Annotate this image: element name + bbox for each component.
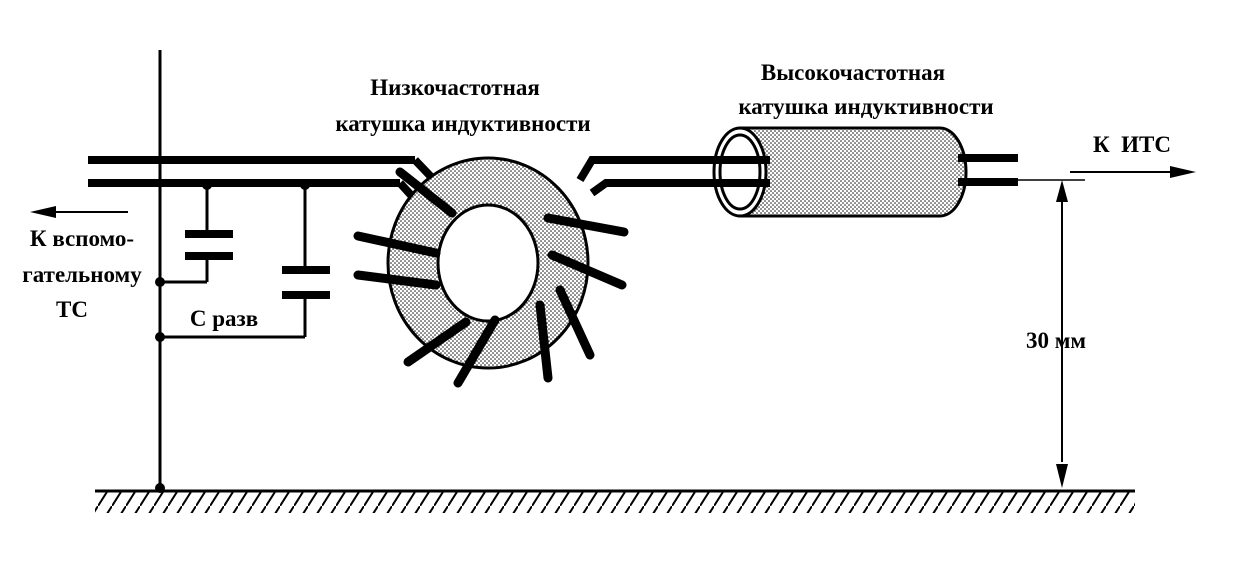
dimension-height (1056, 180, 1068, 488)
aux-ts-label-line1: К вспомо- (30, 226, 134, 251)
to-its-label: К ИТС (1093, 132, 1171, 157)
c-razv-label: С разв (190, 306, 258, 331)
hf-coil-label-line1: Высокочастотная (761, 60, 945, 85)
aux-ts-label-line3: ТС (56, 297, 88, 322)
lf-coil-label-line2: катушка индуктивности (335, 111, 590, 136)
capacitor-c-razv (160, 180, 330, 339)
height-30mm-label: 30 мм (1026, 328, 1086, 353)
lf-coil-label-line1: Низкочастотная (370, 75, 540, 100)
hf-cylinder-coil (712, 126, 968, 218)
twin-conductors-middle (576, 156, 725, 197)
twin-conductors-left (88, 156, 439, 208)
hf-coil-label-line2: катушка индуктивности (738, 94, 993, 119)
aux-ts-label-line2: гательному (22, 262, 142, 287)
arrow-to-aux (30, 206, 128, 218)
ground-plane (95, 489, 1135, 513)
twin-conductors-right (958, 154, 1085, 186)
ground-node (155, 483, 165, 493)
capacitor-c1 (160, 180, 233, 284)
lf-toroid-coil (353, 156, 629, 388)
arrow-to-its (1070, 166, 1196, 178)
